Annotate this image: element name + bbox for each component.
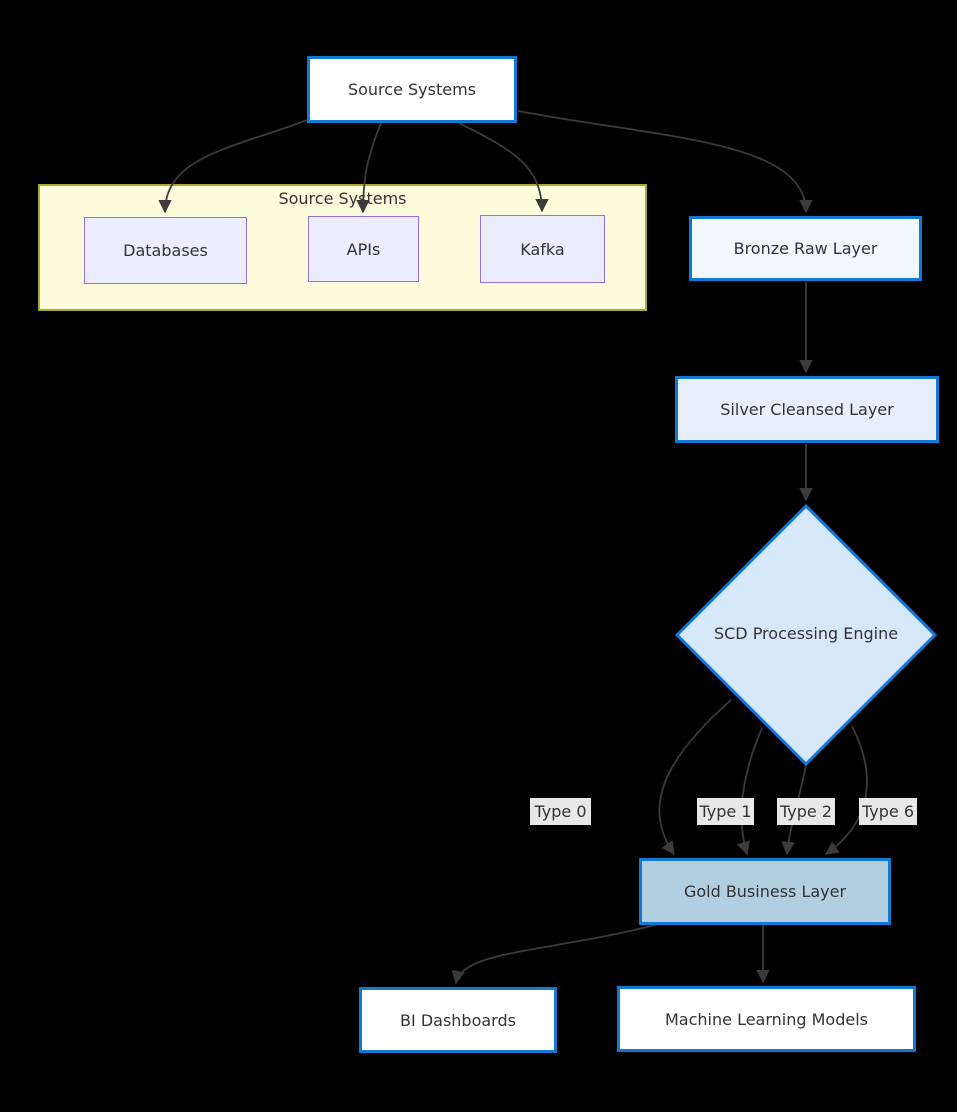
cluster-source-systems-label: Source Systems <box>278 189 407 208</box>
edge-scd-to-gold-type1 <box>736 727 763 856</box>
scd-diamond-shape <box>674 503 938 767</box>
node-apis: APIs <box>308 216 419 282</box>
node-machine-learning-models: Machine Learning Models <box>617 986 916 1052</box>
edge-label-type-2: Type 2 <box>777 798 835 825</box>
node-scd-processing-engine-label: SCD Processing Engine <box>713 624 899 643</box>
node-bi-dashboards-label: BI Dashboards <box>400 1010 516 1030</box>
node-machine-learning-models-label: Machine Learning Models <box>665 1009 868 1029</box>
node-databases-label: Databases <box>123 241 208 260</box>
edge-label-type-6: Type 6 <box>859 798 917 825</box>
edge-scd-to-gold-type0 <box>658 699 732 856</box>
node-gold-business-layer: Gold Business Layer <box>639 858 891 925</box>
edge-label-type-0: Type 0 <box>530 798 591 825</box>
edge-gold-to-bi <box>451 924 656 985</box>
node-kafka: Kafka <box>480 215 605 283</box>
node-silver-cleansed-layer: Silver Cleansed Layer <box>675 376 939 443</box>
edge-source-to-apis <box>356 122 382 214</box>
edge-source-to-databases <box>158 119 308 214</box>
edge-label-type-1: Type 1 <box>697 798 754 825</box>
node-kafka-label: Kafka <box>520 239 565 259</box>
edge-scd-to-gold-type6 <box>824 725 868 855</box>
node-databases: Databases <box>84 217 247 284</box>
edge-source-to-bronze <box>517 110 813 214</box>
node-bronze-raw-layer-label: Bronze Raw Layer <box>733 239 878 258</box>
node-bi-dashboards: BI Dashboards <box>359 987 557 1053</box>
node-source-systems: Source Systems <box>307 56 517 123</box>
node-source-systems-label: Source Systems <box>347 80 477 99</box>
node-apis-label: APIs <box>346 239 381 259</box>
node-gold-business-layer-label: Gold Business Layer <box>683 882 847 901</box>
node-silver-cleansed-layer-label: Silver Cleansed Layer <box>720 400 894 419</box>
edge-source-to-kafka <box>458 122 549 213</box>
node-bronze-raw-layer: Bronze Raw Layer <box>689 216 922 281</box>
